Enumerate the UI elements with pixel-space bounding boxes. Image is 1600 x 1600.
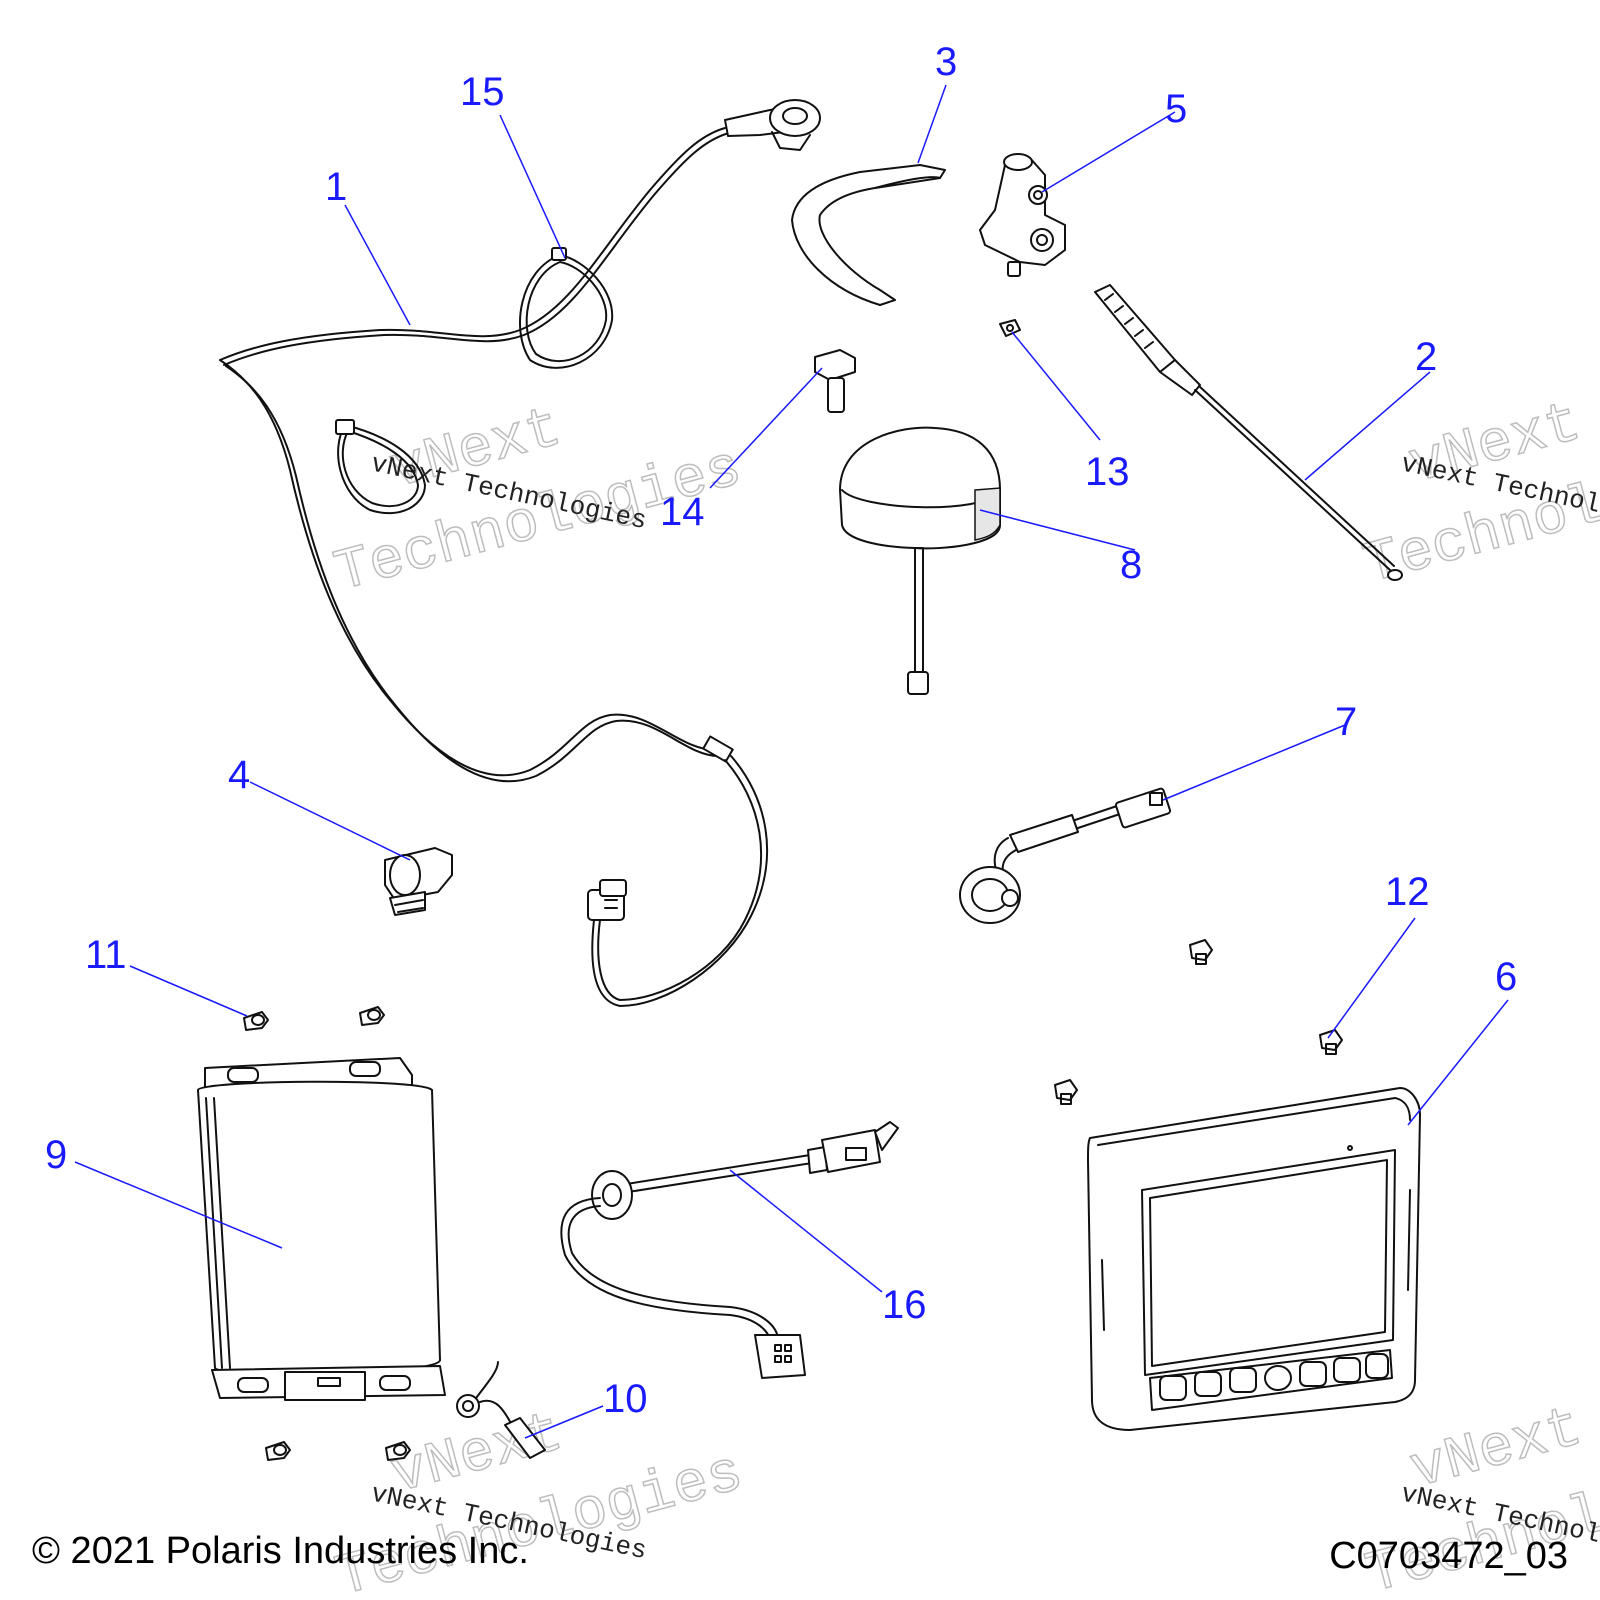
callout-16: 16: [882, 1283, 927, 1327]
callout-15: 15: [460, 70, 505, 114]
part-8-gps-puck: [839, 426, 1001, 695]
callout-labels: 1 2 3 4 5 6 7 8 9 10 11 12 13 14 15 16: [45, 40, 1517, 1421]
callout-6: 6: [1495, 955, 1517, 999]
part-12-screws: [1054, 939, 1343, 1105]
callout-3: 3: [935, 40, 957, 84]
callout-14: 14: [660, 490, 705, 534]
part-2-antenna: [1094, 284, 1403, 581]
part-3-bracket: [791, 164, 946, 306]
callout-9: 9: [45, 1133, 67, 1177]
callout-4: 4: [228, 753, 250, 797]
callout-8: 8: [1120, 543, 1142, 587]
drawing-number: C0703472_03: [1329, 1535, 1568, 1577]
part-14-bolt: [814, 349, 856, 413]
leader-lines: [74, 84, 1509, 1439]
callout-13: 13: [1085, 450, 1130, 494]
part-15-loop-tie: [519, 247, 614, 369]
copyright-text: © 2021 Polaris Industries Inc.: [32, 1530, 529, 1572]
callout-1: 1: [325, 165, 347, 209]
part-7-sensor: [959, 787, 1172, 924]
part-6-display: [1087, 1087, 1421, 1431]
part-4-clip: [384, 847, 453, 916]
callout-7: 7: [1335, 700, 1357, 744]
callout-12: 12: [1385, 870, 1430, 914]
part-5-mount: [979, 153, 1066, 277]
part-16-harness: [560, 1121, 899, 1379]
cable-tie-loose: [335, 419, 426, 515]
part-13-washer: [999, 319, 1021, 337]
callout-11: 11: [85, 933, 127, 977]
part-9-module: [197, 1057, 446, 1401]
callout-10: 10: [603, 1377, 648, 1421]
part-11-screws: [243, 1006, 411, 1461]
callout-2: 2: [1415, 335, 1437, 379]
callout-5: 5: [1165, 87, 1187, 131]
